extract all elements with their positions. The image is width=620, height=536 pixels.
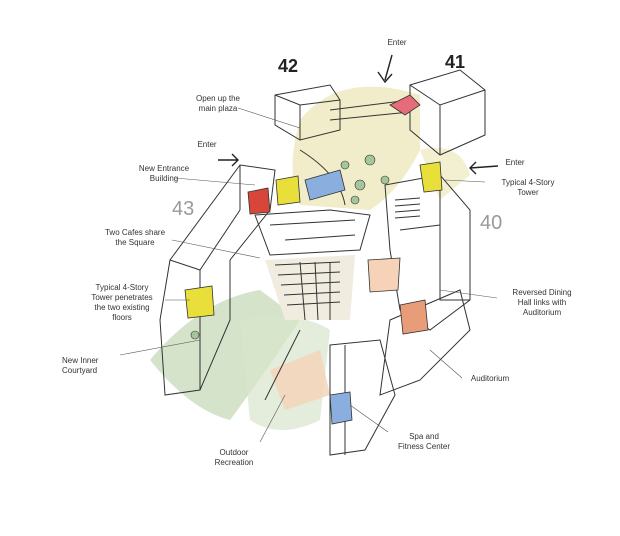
- enter-top-arrow: [377, 54, 393, 84]
- pink-roof-block: [389, 94, 421, 116]
- label-auditorium: Auditorium: [470, 374, 510, 383]
- label-new-inner-courtyard: New Inner Courtyard: [62, 356, 99, 375]
- tree: [354, 179, 366, 191]
- tree: [380, 175, 390, 185]
- enter-left-arrow: [218, 153, 239, 167]
- tree: [350, 195, 360, 205]
- tree: [340, 160, 350, 170]
- building-43-outline: [159, 164, 276, 396]
- entrance-building-yellow: [275, 175, 301, 206]
- tree: [190, 330, 200, 340]
- label-tower-penetrates: Typical 4-Story Tower penetrates the two…: [91, 283, 153, 322]
- leader-lines: [119, 107, 498, 443]
- building-number-41: 41: [445, 52, 466, 72]
- blue-spa-pool: [329, 391, 353, 425]
- building-number-43: 43: [172, 198, 195, 220]
- entrance-building-red: [247, 187, 271, 215]
- label-enter-top: Enter: [387, 38, 407, 47]
- label-new-entrance-building: New Entrance Building: [138, 164, 190, 183]
- label-typical-tower: Typical 4-Story Tower: [501, 178, 555, 197]
- label-enter-right: Enter: [505, 158, 525, 167]
- trees: [190, 154, 390, 340]
- label-outdoor-recreation: Outdoor Recreation: [214, 448, 254, 467]
- building-41-outline: [409, 69, 486, 156]
- blue-block: [304, 169, 346, 201]
- label-spa-fitness: Spa and Fitness Center: [397, 432, 451, 451]
- label-reversed-dining-hall: Reversed Dining Hall links with Auditori…: [512, 288, 572, 317]
- orange-dining-block: [399, 299, 429, 335]
- building-42-outline: [274, 84, 341, 141]
- yellow-tower-left: [184, 285, 215, 319]
- building-number-40: 40: [480, 212, 503, 234]
- colored-blocks: [184, 94, 443, 425]
- square-floor: [265, 255, 355, 320]
- right-entry-wash: [420, 147, 470, 200]
- yellow-tower-top: [419, 161, 443, 193]
- label-open-plaza: Open up the main plaza: [195, 94, 241, 113]
- auditorium-seating: [367, 257, 401, 293]
- label-enter-left: Enter: [197, 140, 217, 149]
- label-two-cafes: Two Cafes share the Square: [104, 228, 166, 247]
- building-number-42: 42: [278, 56, 299, 76]
- entry-arrows: [218, 54, 499, 175]
- tree: [364, 154, 376, 166]
- building-40-outline: [384, 174, 471, 331]
- enter-right-arrow: [469, 161, 499, 175]
